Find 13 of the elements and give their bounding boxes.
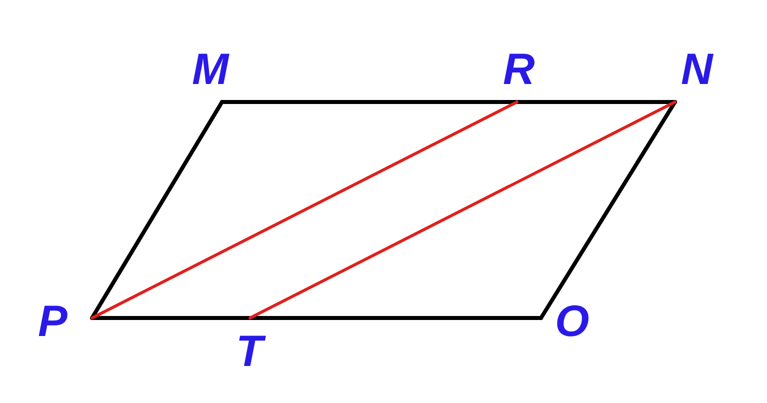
point-label: M	[192, 48, 229, 92]
line-segment	[90, 100, 224, 320]
line-segment	[248, 316, 543, 320]
point-label: N	[681, 48, 713, 92]
line-segment	[90, 316, 252, 320]
line-segment	[539, 100, 677, 320]
point-label: O	[555, 300, 590, 344]
line-segment	[220, 100, 519, 104]
line-segment	[248, 100, 676, 320]
line-segment	[515, 100, 677, 104]
line-segment	[90, 100, 518, 320]
point-label: R	[503, 48, 535, 92]
point-label: P	[38, 300, 68, 344]
